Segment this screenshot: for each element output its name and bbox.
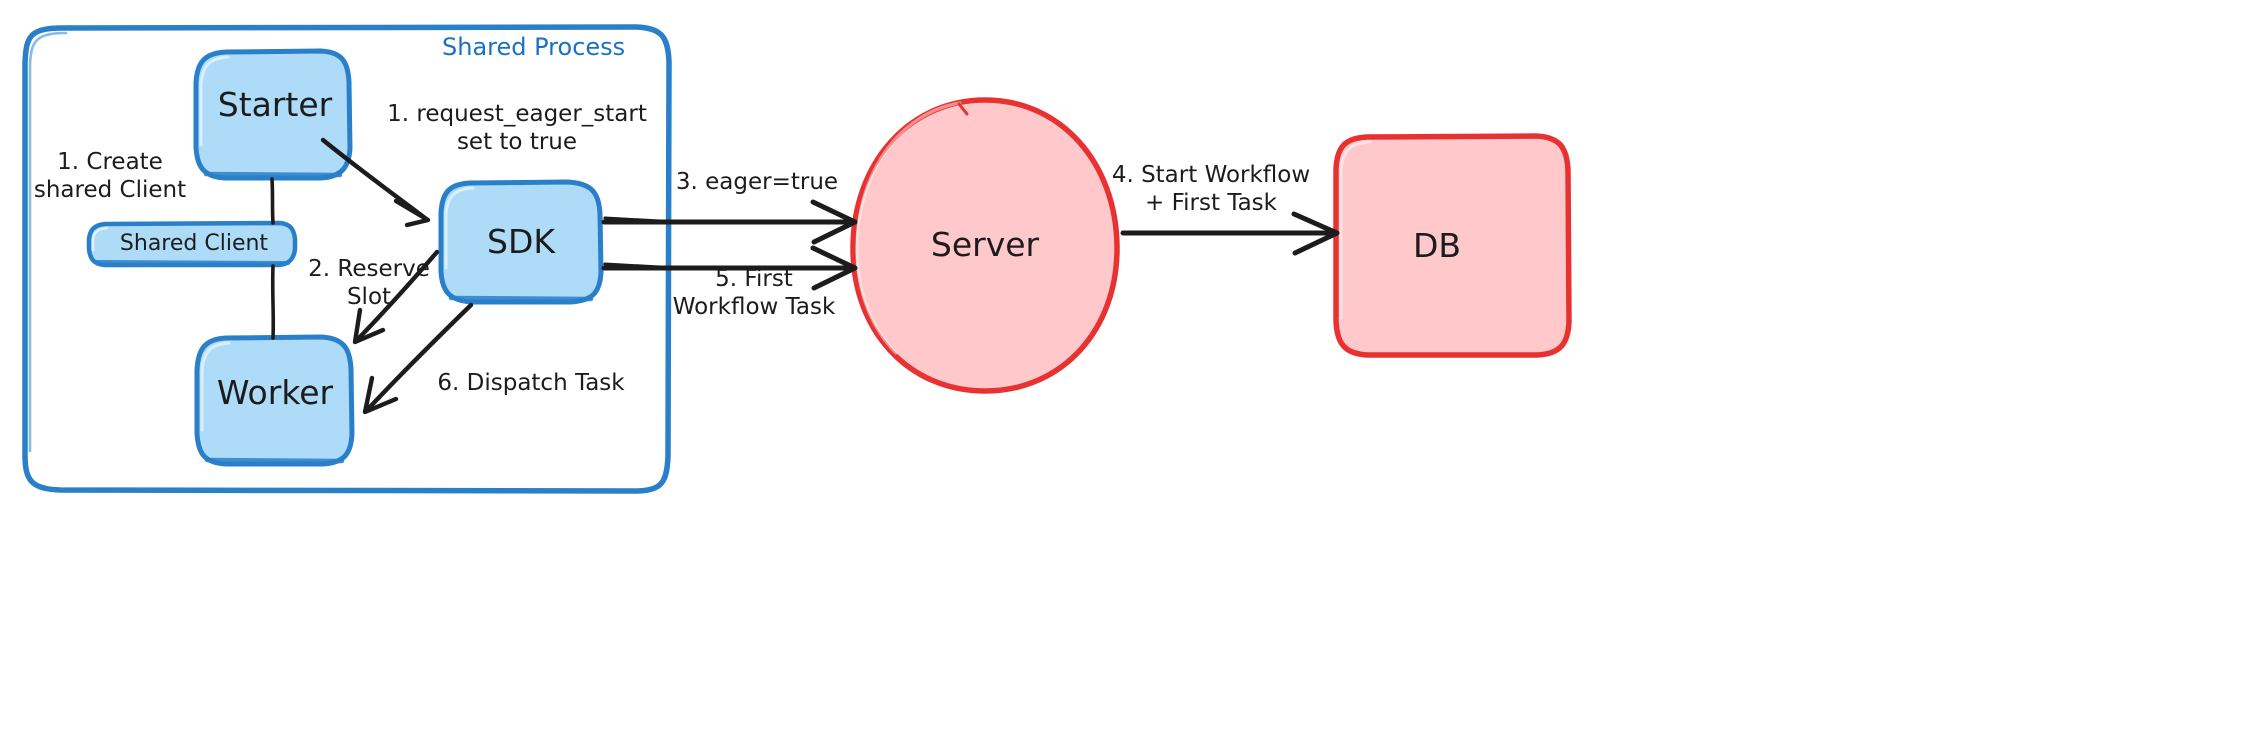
edge-sdk-server-first-task	[601, 245, 858, 291]
edge-starter-shared-client	[270, 177, 275, 225]
edge-server-db	[1120, 211, 1340, 256]
node-worker[interactable]	[194, 334, 355, 467]
edge-label-step5-first-workflow-task: 5. First Workflow Task	[672, 266, 836, 321]
edge-label-step3-eager-true: 3. eager=true	[675, 169, 839, 195]
edge-starter-sdk	[320, 137, 431, 228]
edge-shared-client-worker	[270, 264, 276, 340]
edge-label-step2-reserve-slot: 2. Reserve Slot	[308, 256, 430, 311]
node-shared-client[interactable]	[86, 220, 298, 268]
edge-label-step1-create-shared-client: 1. Create shared Client	[33, 149, 187, 204]
node-server[interactable]	[850, 97, 1120, 394]
edge-sdk-worker-dispatch	[362, 302, 474, 415]
shared-process-group	[22, 24, 672, 494]
node-starter[interactable]	[193, 48, 353, 181]
edge-label-step4-start-workflow: 4. Start Workflow + First Task	[1111, 162, 1311, 217]
edge-sdk-worker-reserve	[352, 249, 440, 345]
shared-process-group-label: Shared Process	[442, 33, 626, 61]
edge-label-step1-request-eager-start: 1. request_eager_start set to true	[387, 101, 647, 156]
node-sdk[interactable]	[438, 179, 604, 305]
node-db[interactable]	[1333, 133, 1572, 358]
edge-sdk-server-eager	[601, 199, 858, 245]
edge-label-step6-dispatch-task: 6. Dispatch Task	[437, 370, 625, 396]
